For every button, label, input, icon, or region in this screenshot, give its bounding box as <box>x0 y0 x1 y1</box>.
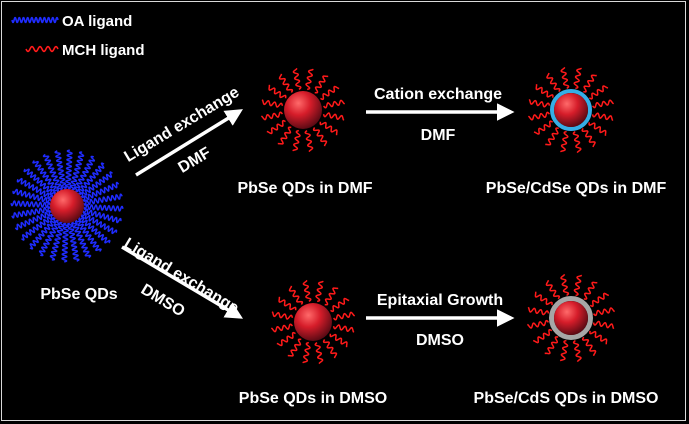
label-pbse-dmf: PbSe QDs in DMF <box>237 180 373 197</box>
label-cation-dmf: DMF <box>420 127 456 144</box>
qd-dmf-core <box>260 67 346 153</box>
label-epitaxial-growth: Epitaxial Growth <box>376 292 504 309</box>
label-pbse-qds: PbSe QDs <box>40 286 118 303</box>
legend-oa-label: OA ligand <box>62 13 133 30</box>
label-pbse-cdse-dmf: PbSe/CdSe QDs in DMF <box>485 180 667 197</box>
label-pbse-cds-dmso: PbSe/CdS QDs in DMSO <box>473 390 659 407</box>
legend-oa-line <box>11 16 59 24</box>
label-pbse-dmso: PbSe QDs in DMSO <box>238 390 388 407</box>
arrow-ligand-exchange-dmf <box>135 109 243 177</box>
legend-mch-label: MCH ligand <box>62 42 145 59</box>
qd-dmf-shell <box>527 66 615 154</box>
label-epi-dmso: DMSO <box>416 332 464 349</box>
label-cation-exchange: Cation exchange <box>373 86 503 103</box>
qd-start-oa <box>10 149 124 263</box>
legend-mch-line <box>25 45 59 53</box>
qd-dmso-core <box>270 279 356 365</box>
arrow-ligand-exchange-dmso <box>121 245 244 319</box>
qd-dmso-shell <box>526 273 616 363</box>
